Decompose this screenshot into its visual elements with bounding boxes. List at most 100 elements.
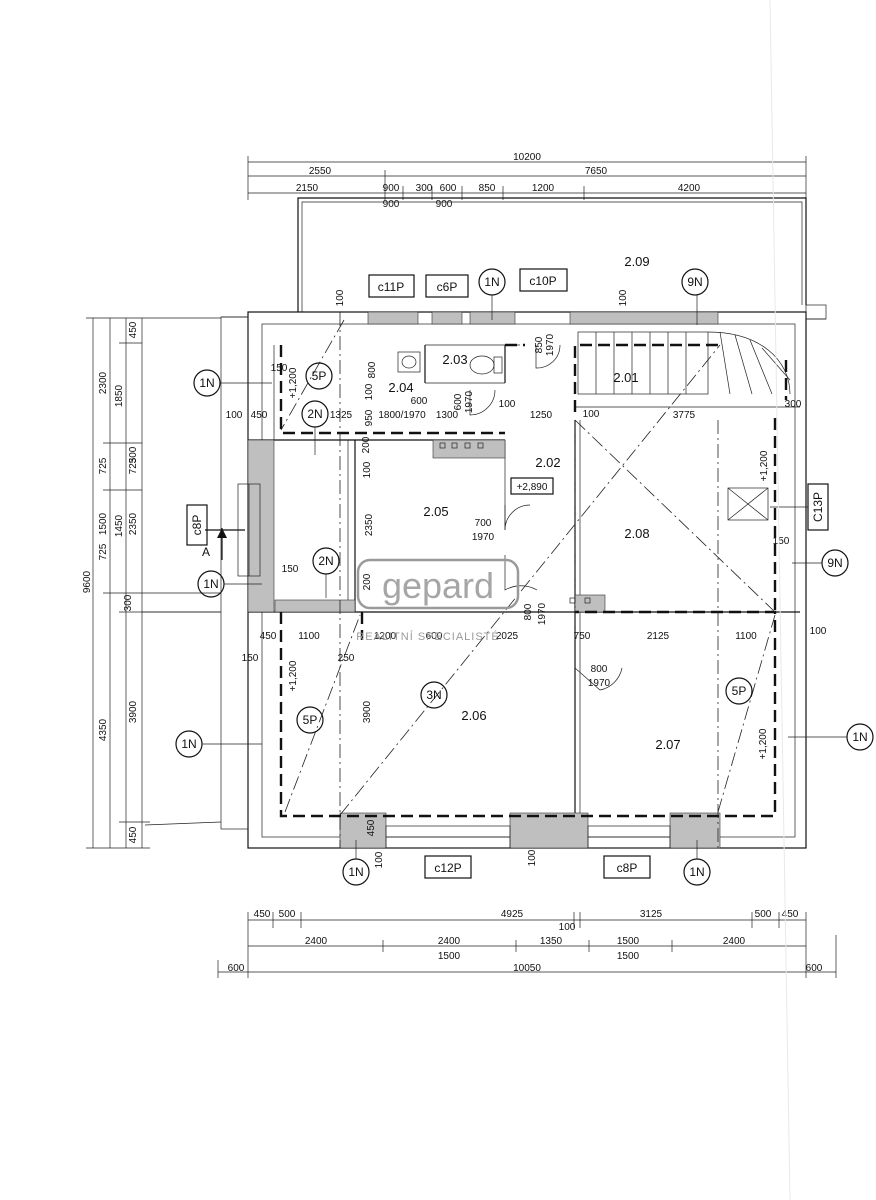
dim-label: 100 <box>618 289 629 306</box>
dim-label: 1970 <box>472 532 495 543</box>
dim-label: 100 <box>583 409 600 420</box>
room-2-02: 2.02 <box>535 455 560 470</box>
tag-c13p: C13P <box>811 492 825 522</box>
tag-1n: 1N <box>689 865 704 879</box>
dim-label: 100 <box>362 461 373 478</box>
dim-label: 100 <box>364 383 375 400</box>
interior-dimension-labels: 100 100 150 +1,200 800 100 850 1970 600 … <box>226 289 827 868</box>
dim-top-row1: 2550 <box>309 166 332 177</box>
dim-left-col2: 300 <box>123 594 134 611</box>
dim-label: 1250 <box>530 410 553 421</box>
dim-top-row2: 300 <box>416 183 433 194</box>
dim-left-col2: 1450 <box>114 514 125 537</box>
dim-bottom-row2: 2400 <box>723 936 746 947</box>
tag-1n: 1N <box>852 730 867 744</box>
section-label: A <box>202 545 210 559</box>
room-2-04: 2.04 <box>388 380 413 395</box>
dim-label: 150 <box>773 536 790 547</box>
dim-label: 600 <box>411 396 428 407</box>
dim-label: 200 <box>361 436 372 453</box>
tag-c11p: c11P <box>378 280 404 294</box>
dim-label: 100 <box>499 399 516 410</box>
dashed-boundaries <box>279 343 788 818</box>
dim-bottom-row2: 2400 <box>305 936 328 947</box>
dim-label: 800 <box>591 664 608 675</box>
section-marker: A <box>202 528 245 560</box>
dim-label: 250 <box>338 653 355 664</box>
dim-bottom-row1: 500 <box>755 909 772 920</box>
dim-label: 1325 <box>330 410 353 421</box>
bottom-dimension-chains: 450 500 4925 100 3125 500 450 2400 2400 … <box>217 909 837 978</box>
dim-label: 1200 <box>374 631 397 642</box>
tag-5p: 5P <box>732 684 747 698</box>
dim-left-col1: 4350 <box>98 718 109 741</box>
dim-label: 3900 <box>362 700 373 723</box>
dim-label: 150 <box>271 363 288 374</box>
dim-label: 2125 <box>647 631 670 642</box>
room-2-08: 2.08 <box>624 526 649 541</box>
dim-label: 150 <box>242 653 259 664</box>
dim-label: 450 <box>366 819 377 836</box>
dim-label: 2025 <box>496 631 519 642</box>
dim-top-row2: 900 <box>383 183 400 194</box>
tag-3n: 3N <box>426 688 441 702</box>
dim-bottom-row1: 450 <box>782 909 799 920</box>
dim-top-row3: 900 <box>436 199 453 210</box>
tag-c10p: c10P <box>529 274 556 288</box>
dim-label: 450 <box>260 631 277 642</box>
room-2-05: 2.05 <box>423 504 448 519</box>
tag-1n: 1N <box>348 865 363 879</box>
dim-top-row2: 1200 <box>532 183 555 194</box>
dim-top-row3: 900 <box>383 199 400 210</box>
dim-label: 700 <box>475 518 492 529</box>
dim-label: 100 <box>374 851 385 868</box>
room-2-09: 2.09 <box>624 254 649 269</box>
height-mark: +1,200 <box>288 367 299 398</box>
dim-left-col3: 2350 <box>128 512 139 535</box>
dim-bottom-row4: 600 <box>806 963 823 974</box>
dim-bottom-row4: 10050 <box>513 963 541 974</box>
tag-c8p: c8P <box>617 861 638 875</box>
dim-left-col1: 2300 <box>98 371 109 394</box>
dim-bottom-row1: 3125 <box>640 909 663 920</box>
dim-label: 100 <box>335 289 346 306</box>
dim-bottom-row1: 4925 <box>501 909 524 920</box>
dim-label: 1970 <box>588 678 611 689</box>
dim-bottom-row2: 2400 <box>438 936 461 947</box>
dim-label: 1100 <box>298 631 320 642</box>
top-dimension-chains: 10200 2550 7650 2150 900 300 600 850 120… <box>247 152 807 210</box>
dim-label: 100 <box>527 849 538 866</box>
tag-1n: 1N <box>199 376 214 390</box>
dim-label: 2350 <box>364 513 375 536</box>
dim-label: 1300 <box>436 410 459 421</box>
terrace-outline <box>297 197 807 312</box>
tag-5p: 5P <box>303 713 318 727</box>
dim-bottom-row4: 600 <box>228 963 245 974</box>
dim-total-width: 10200 <box>513 152 541 163</box>
dim-label: 800 <box>367 361 378 378</box>
dim-label: 1100 <box>735 631 757 642</box>
tag-2n: 2N <box>307 407 322 421</box>
room-2-07: 2.07 <box>655 737 680 752</box>
height-mark: +1,200 <box>288 660 299 691</box>
chain-lines <box>280 312 776 848</box>
dim-label: 600 <box>453 393 464 410</box>
dim-bottom-row1: 450 <box>254 909 271 920</box>
dim-left-col2: 1850 <box>114 384 125 407</box>
dim-label: 450 <box>251 410 268 421</box>
dim-left-col2: 450 <box>128 826 139 843</box>
dim-label: 1970 <box>537 602 548 625</box>
dim-label: 1970 <box>545 333 556 356</box>
tag-c8p-left: c8P <box>190 515 204 536</box>
tag-1n: 1N <box>203 577 218 591</box>
tag-1n: 1N <box>181 737 196 751</box>
dim-bottom-row2: 1350 <box>540 936 563 947</box>
room-numbers: 2.09 2.01 2.02 2.03 2.04 2.05 2.06 2.07 … <box>388 254 680 752</box>
dim-label: 1800/1970 <box>378 410 426 421</box>
windows <box>237 483 671 849</box>
tag-5p: 5P <box>312 369 327 383</box>
dim-bottom-row3: 1500 <box>438 951 461 962</box>
dim-bottom-row3: 1500 <box>617 951 640 962</box>
